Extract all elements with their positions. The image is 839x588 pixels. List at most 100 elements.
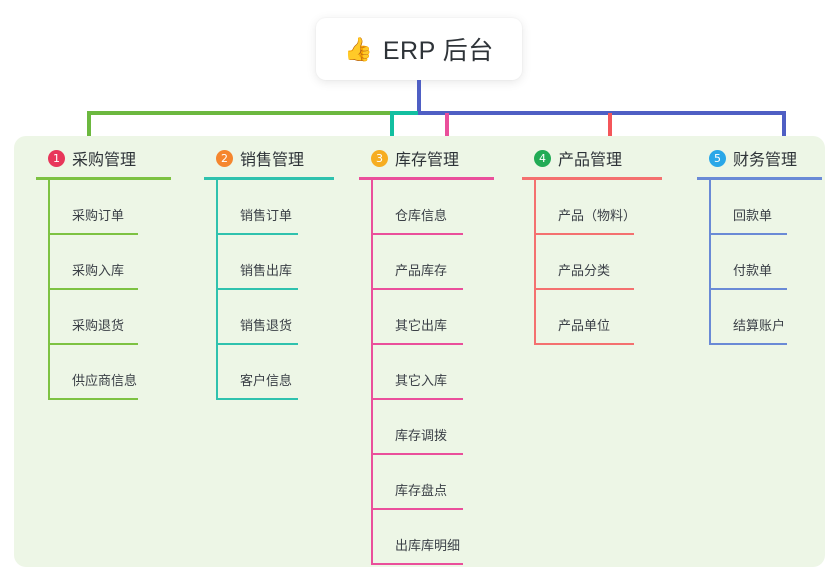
column-header-purchase[interactable]: 1 采购管理 — [36, 136, 171, 180]
column-badge-5: 5 — [709, 149, 726, 167]
list-item-rule — [48, 343, 138, 345]
column-header-rule — [359, 177, 494, 180]
list-item[interactable]: 销售订单 — [204, 180, 334, 235]
list-item-label: 库存调拨 — [395, 428, 448, 443]
column-badge-3: 3 — [371, 149, 388, 167]
list-item[interactable]: 产品（物料） — [522, 180, 662, 235]
column-spine — [48, 180, 50, 400]
list-item[interactable]: 供应商信息 — [36, 345, 171, 400]
list-item-rule — [48, 398, 138, 400]
column-badge-1: 1 — [48, 149, 65, 167]
list-item[interactable]: 产品单位 — [522, 290, 662, 345]
list-item-rule — [216, 343, 298, 345]
connector-drop-4 — [608, 113, 612, 142]
column-container: 1 采购管理 采购订单 采购入库 采购退货 供应 — [14, 136, 825, 567]
list-item[interactable]: 结算账户 — [697, 290, 822, 345]
list-item[interactable]: 产品库存 — [359, 235, 494, 290]
root-node-title: ERP 后台 — [382, 37, 494, 65]
column-title-inventory: 库存管理 — [395, 152, 460, 169]
column-title-sales: 销售管理 — [240, 152, 305, 169]
list-item-label: 结算账户 — [733, 318, 786, 333]
list-item-label: 采购入库 — [72, 263, 125, 278]
connector-drop-1 — [87, 113, 91, 142]
list-item[interactable]: 采购退货 — [36, 290, 171, 345]
list-item-label: 销售退货 — [240, 318, 293, 333]
column-items-finance: 回款单 付款单 结算账户 — [697, 180, 822, 345]
list-item-label: 付款单 — [733, 263, 773, 278]
column-header-inventory[interactable]: 3 库存管理 — [359, 136, 494, 180]
column-header-rule — [522, 177, 662, 180]
list-item[interactable]: 付款单 — [697, 235, 822, 290]
list-item-label: 回款单 — [733, 208, 773, 223]
column-header-rule — [697, 177, 822, 180]
list-item-label: 产品库存 — [395, 263, 448, 278]
column-badge-2: 2 — [216, 149, 233, 167]
list-item-label: 产品单位 — [558, 318, 611, 333]
column-header-finance[interactable]: 5 财务管理 — [697, 136, 822, 180]
column-title-purchase: 采购管理 — [72, 152, 137, 169]
list-item-rule — [371, 453, 463, 455]
list-item-rule — [48, 288, 138, 290]
column-inventory: 3 库存管理 仓库信息 产品库存 其它出库 其它 — [359, 136, 494, 565]
column-purchase: 1 采购管理 采购订单 采购入库 采购退货 供应 — [36, 136, 171, 400]
column-items-product: 产品（物料） 产品分类 产品单位 — [522, 180, 662, 345]
column-items-sales: 销售订单 销售出库 销售退货 客户信息 — [204, 180, 334, 400]
list-item[interactable]: 销售退货 — [204, 290, 334, 345]
list-item-label: 其它入库 — [395, 373, 448, 388]
column-items-purchase: 采购订单 采购入库 采购退货 供应商信息 — [36, 180, 171, 400]
root-node[interactable]: 👍 ERP 后台 — [316, 18, 522, 80]
list-item[interactable]: 库存盘点 — [359, 455, 494, 510]
column-spine — [709, 180, 711, 345]
list-item[interactable]: 采购入库 — [36, 235, 171, 290]
list-item-rule — [371, 288, 463, 290]
root-connector-vertical — [417, 80, 421, 114]
list-item[interactable]: 客户信息 — [204, 345, 334, 400]
list-item[interactable]: 产品分类 — [522, 235, 662, 290]
thumbs-up-icon: 👍 — [344, 35, 373, 62]
connector-drop-3 — [445, 113, 449, 142]
list-item-label: 销售出库 — [240, 263, 293, 278]
list-item-rule — [534, 343, 634, 345]
column-product: 4 产品管理 产品（物料） 产品分类 产品单位 — [522, 136, 662, 345]
connector-drop-2 — [390, 113, 394, 142]
column-spine — [534, 180, 536, 345]
list-item-rule — [216, 288, 298, 290]
list-item-rule — [216, 398, 298, 400]
list-item-rule — [371, 233, 463, 235]
list-item-rule — [709, 233, 787, 235]
list-item-rule — [216, 233, 298, 235]
list-item-rule — [371, 508, 463, 510]
list-item[interactable]: 仓库信息 — [359, 180, 494, 235]
list-item[interactable]: 回款单 — [697, 180, 822, 235]
column-finance: 5 财务管理 回款单 付款单 结算账户 — [697, 136, 822, 345]
column-spine — [216, 180, 218, 400]
list-item-label: 产品（物料） — [558, 208, 637, 223]
list-item-label: 供应商信息 — [72, 373, 138, 388]
root-node-content: 👍 ERP 后台 — [344, 31, 494, 67]
list-item[interactable]: 其它入库 — [359, 345, 494, 400]
list-item-label: 销售订单 — [240, 208, 293, 223]
list-item-label: 客户信息 — [240, 373, 293, 388]
column-header-product[interactable]: 4 产品管理 — [522, 136, 662, 180]
list-item-rule — [534, 288, 634, 290]
column-header-sales[interactable]: 2 销售管理 — [204, 136, 334, 180]
list-item-label: 出库库明细 — [395, 538, 461, 553]
column-sales: 2 销售管理 销售订单 销售出库 销售退货 客户 — [204, 136, 334, 400]
list-item[interactable]: 库存调拨 — [359, 400, 494, 455]
list-item-rule — [48, 233, 138, 235]
column-items-inventory: 仓库信息 产品库存 其它出库 其它入库 库存调拨 — [359, 180, 494, 565]
list-item-label: 库存盘点 — [395, 483, 448, 498]
column-header-rule — [204, 177, 334, 180]
column-spine — [371, 180, 373, 565]
connector-drop-5 — [782, 113, 786, 142]
list-item-label: 其它出库 — [395, 318, 448, 333]
list-item[interactable]: 其它出库 — [359, 290, 494, 345]
list-item[interactable]: 出库库明细 — [359, 510, 494, 565]
list-item-rule — [371, 398, 463, 400]
list-item[interactable]: 采购订单 — [36, 180, 171, 235]
list-item-rule — [371, 343, 463, 345]
list-item-label: 产品分类 — [558, 263, 611, 278]
column-title-product: 产品管理 — [558, 152, 623, 169]
list-item[interactable]: 销售出库 — [204, 235, 334, 290]
